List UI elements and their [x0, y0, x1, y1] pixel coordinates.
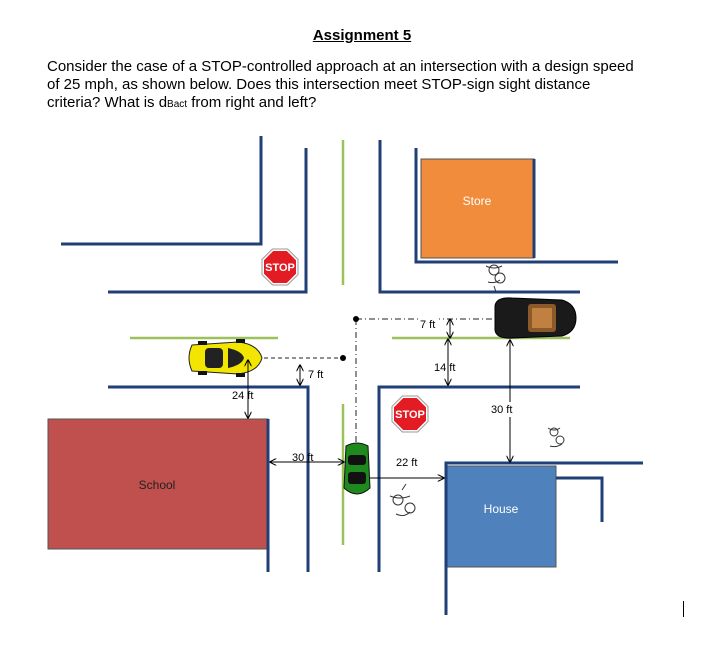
dimension-30ft-left: 30 ft — [292, 452, 313, 464]
pedestrian-sketch-1 — [485, 264, 506, 293]
pedestrian-sketch-3 — [547, 427, 565, 448]
dimension-arrows — [248, 319, 510, 478]
yellow-car — [188, 339, 263, 377]
sight-lines — [250, 318, 500, 448]
school-label: School — [139, 478, 176, 492]
assignment-title: Assignment 5 — [312, 27, 412, 44]
green-car — [343, 442, 371, 495]
school-building — [47, 418, 269, 550]
subscript-bact: Bact — [167, 99, 188, 110]
stop-sign-text: STOP — [265, 262, 295, 274]
dimension-22ft: 22 ft — [396, 457, 417, 469]
stop-sign-text: STOP — [395, 409, 425, 421]
centerlines — [130, 140, 570, 545]
dimension-30ft-right: 30 ft — [491, 404, 512, 416]
sight-point-lower — [340, 355, 346, 361]
dimension-7ft-lower: 7 ft — [308, 369, 323, 381]
dimension-7ft-upper: 7 ft — [420, 319, 435, 331]
text-cursor — [683, 601, 684, 617]
stop-sign-top: STOP — [261, 248, 299, 286]
pedestrian-sketch-2 — [389, 483, 416, 517]
road-edges — [61, 136, 643, 615]
black-car — [494, 297, 577, 339]
sight-point-upper — [353, 316, 359, 322]
store-label: Store — [463, 194, 492, 208]
house-building — [445, 465, 557, 568]
store-building — [420, 158, 535, 259]
problem-text-end: from right and left? — [187, 94, 317, 111]
problem-text: Consider the case of a STOP-controlled a… — [47, 58, 634, 111]
house-label: House — [484, 502, 519, 516]
dimension-14ft: 14 ft — [434, 362, 455, 374]
stop-sign-bottom: STOP — [391, 395, 429, 433]
dimension-24ft: 24 ft — [232, 390, 253, 402]
problem-statement: Consider the case of a STOP-controlled a… — [47, 58, 647, 114]
